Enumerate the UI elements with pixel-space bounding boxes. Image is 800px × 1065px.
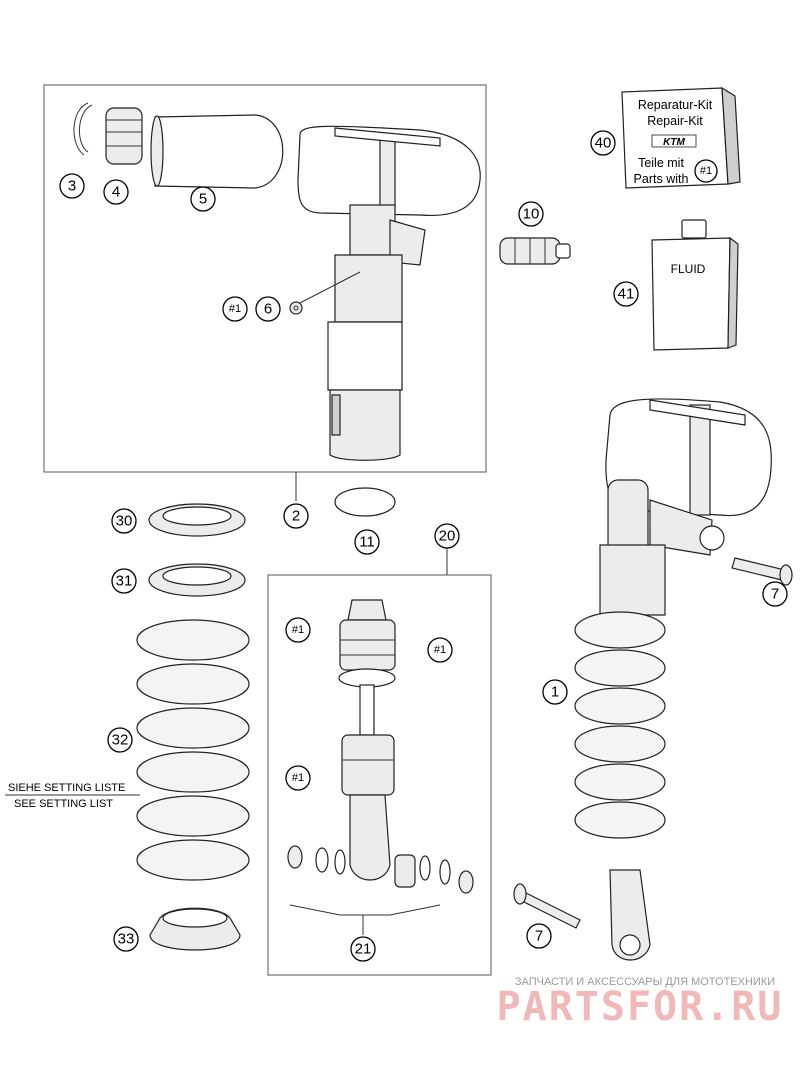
svg-text:#1: #1 xyxy=(292,624,304,636)
part-6-washer xyxy=(289,271,361,315)
callout-11[interactable]: 11 xyxy=(354,529,380,555)
svg-text:31: 31 xyxy=(116,573,133,590)
svg-text:11: 11 xyxy=(359,534,375,551)
svg-text:3: 3 xyxy=(68,178,76,195)
svg-text:32: 32 xyxy=(112,732,129,749)
svg-text:#1: #1 xyxy=(700,165,712,177)
repair-kit-label-de: Reparatur-Kit xyxy=(638,98,713,112)
callout-1[interactable]: 1 xyxy=(542,679,568,705)
svg-text:21: 21 xyxy=(355,941,372,958)
ktm-logo xyxy=(651,134,697,148)
svg-text:2: 2 xyxy=(292,508,300,525)
svg-text:10: 10 xyxy=(523,206,540,223)
part-32-spring xyxy=(5,619,250,881)
svg-text:33: 33 xyxy=(118,931,135,948)
part-31-retainer xyxy=(148,563,246,597)
part-41-fluid-bottle: FLUID xyxy=(651,219,739,351)
svg-text:6: 6 xyxy=(264,301,272,318)
callout-21[interactable]: 21 xyxy=(350,936,376,962)
part-2-shock-body xyxy=(297,125,481,461)
svg-text:7: 7 xyxy=(535,928,543,945)
part-3-circlip xyxy=(73,102,93,156)
svg-text:30: 30 xyxy=(116,513,133,530)
callout-kit-20a[interactable]: #1 xyxy=(285,617,311,643)
svg-text:4: 4 xyxy=(112,184,120,201)
callout-20[interactable]: 20 xyxy=(434,523,460,549)
callout-7-upper[interactable]: 7 xyxy=(762,581,788,607)
callout-33[interactable]: 33 xyxy=(113,926,139,952)
callout-31[interactable]: 31 xyxy=(111,568,137,594)
part-30-retainer xyxy=(148,503,246,537)
callout-41[interactable]: 41 xyxy=(613,281,639,307)
part-5-bladder xyxy=(150,114,284,189)
svg-text:41: 41 xyxy=(618,286,635,303)
svg-text:#1: #1 xyxy=(434,644,446,656)
callout-32[interactable]: 32 xyxy=(107,727,133,753)
callout-30[interactable]: 30 xyxy=(111,508,137,534)
ktm-logo-text: KTM xyxy=(663,137,685,148)
part-33-spring-seat xyxy=(149,907,241,951)
callout-kit-6[interactable]: #1 xyxy=(222,296,248,322)
fluid-label: FLUID xyxy=(671,262,706,276)
svg-text:20: 20 xyxy=(439,528,456,545)
svg-text:#1: #1 xyxy=(229,303,241,315)
part-7-bolt-upper xyxy=(731,557,793,586)
assembly-frame-20 xyxy=(267,574,492,976)
callout-kit-40[interactable]: #1 xyxy=(694,159,718,183)
part-7-bolt-lower xyxy=(513,883,581,929)
part-40-repair-kit: Reparatur-Kit Repair-Kit KTM Teile mit P… xyxy=(621,86,741,189)
repair-kit-label-en: Repair-Kit xyxy=(647,114,703,128)
part-4-cap xyxy=(105,107,143,165)
svg-text:7: 7 xyxy=(771,586,779,603)
part-10-valve xyxy=(499,237,571,265)
svg-text:40: 40 xyxy=(595,135,612,152)
svg-text:1: 1 xyxy=(551,684,559,701)
part-1-shock-absorber xyxy=(574,398,772,961)
setting-note-en: SEE SETTING LIST xyxy=(14,798,113,810)
callout-kit-20b[interactable]: #1 xyxy=(427,637,453,663)
callout-5[interactable]: 5 xyxy=(190,186,216,212)
svg-text:5: 5 xyxy=(199,191,207,208)
parts-with-de: Teile mit xyxy=(638,156,684,170)
callout-40[interactable]: 40 xyxy=(590,130,616,156)
callout-7-lower[interactable]: 7 xyxy=(526,923,552,949)
setting-note-de: SIEHE SETTING LISTE xyxy=(8,782,125,794)
watermark-brand: PARTSFOR.RU xyxy=(497,984,784,1030)
svg-text:#1: #1 xyxy=(292,772,304,784)
watermark-tagline: ЗАПЧАСТИ И АКСЕССУАРЫ ДЛЯ МОТОТЕХНИКИ xyxy=(515,976,775,988)
part-21-shim-stack xyxy=(287,845,474,935)
callout-4[interactable]: 4 xyxy=(103,179,129,205)
callout-10[interactable]: 10 xyxy=(518,201,544,227)
callout-kit-20c[interactable]: #1 xyxy=(285,765,311,791)
assembly-frame-2 xyxy=(43,84,487,473)
callout-2[interactable]: 2 xyxy=(283,503,309,529)
parts-with-en: Parts with xyxy=(634,172,689,186)
part-20-piston-rod xyxy=(338,599,396,881)
part-11-o-ring xyxy=(334,487,396,517)
callout-6[interactable]: 6 xyxy=(255,296,281,322)
callout-3[interactable]: 3 xyxy=(59,173,85,199)
